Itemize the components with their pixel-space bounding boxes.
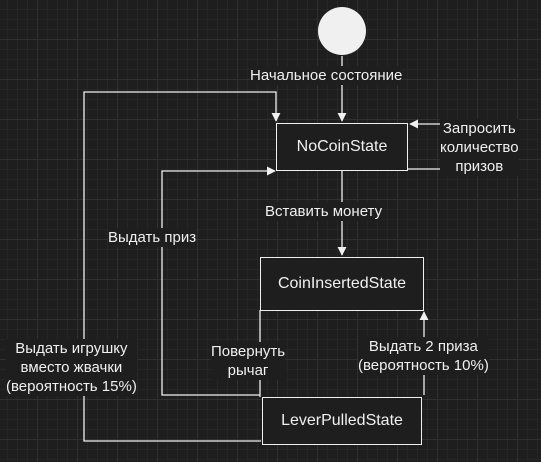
initial-state-node[interactable] (318, 7, 366, 55)
state-lever-pulled[interactable]: LeverPulledState (262, 397, 422, 445)
label-give-two-prizes: Выдать 2 приза (вероятность 10%) (358, 337, 489, 375)
label-request-count: Запросить количество призов (440, 119, 519, 176)
label-initial: Начальное состояние (250, 66, 403, 85)
edge-give-prize (161, 166, 276, 396)
label-pull-lever: Повернуть рычаг (211, 342, 286, 380)
state-no-coin[interactable]: NoCoinState (276, 123, 408, 171)
edge-give-toy (83, 91, 281, 442)
label-give-prize: Выдать приз (108, 228, 197, 247)
state-coin-inserted[interactable]: CoinInsertedState (260, 257, 424, 311)
label-insert-coin: Вставить монету (265, 202, 383, 221)
label-give-toy: Выдать игрушку вместо жвачки (вероятност… (6, 339, 137, 396)
